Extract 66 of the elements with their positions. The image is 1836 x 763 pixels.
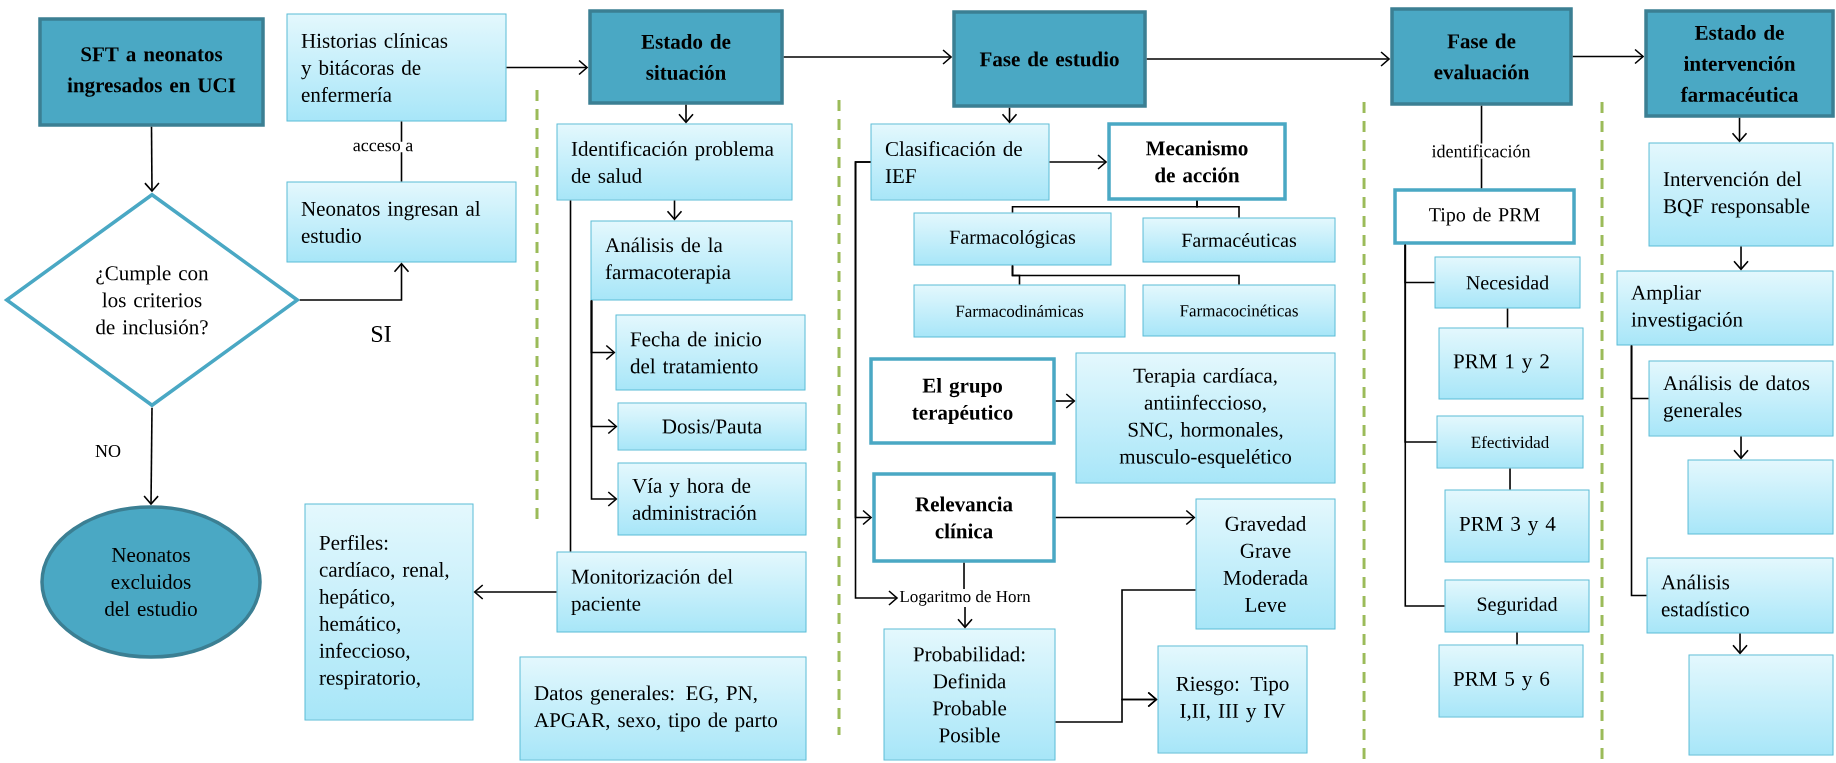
process-box: Riesgo: Tipo I,II, III y IV xyxy=(1157,645,1308,754)
process-box xyxy=(1688,654,1834,756)
arrow xyxy=(143,406,159,506)
process-box: Análisis de datos generales xyxy=(1648,360,1834,437)
process-box: PRM 3 y 4 xyxy=(1444,489,1590,563)
process-box: Vía y hora de administración xyxy=(617,462,807,536)
process-box: Datos generales: EG, PN, APGAR, sexo, tipo de parto xyxy=(519,656,807,761)
process-box: PRM 1 y 2 xyxy=(1438,327,1584,400)
arrow xyxy=(473,584,558,600)
edge-label: acceso a xyxy=(351,141,415,153)
process-box: Terapia cardíaca, antiinfeccioso, SNC, hormonales, musculo-esquelético xyxy=(1075,352,1336,484)
arrow xyxy=(854,161,899,606)
arrow xyxy=(957,606,973,629)
process-box: Dosis/Pauta xyxy=(617,402,807,451)
process-box: Farmacológicas xyxy=(913,212,1112,266)
process-box: Perfiles: cardíaco, renal, hepático, hemático, infeccioso, respiratorio, xyxy=(304,503,474,721)
arrow xyxy=(1733,245,1749,271)
process-box: Farmacocinéticas xyxy=(1142,284,1336,337)
process-box: Probabilidad: Definida Probable Posible xyxy=(883,628,1056,761)
category-box: Relevancia clínica xyxy=(872,472,1056,563)
arrow xyxy=(1733,435,1749,460)
arrow xyxy=(1054,691,1158,723)
arrow xyxy=(1054,509,1196,526)
arrow xyxy=(678,103,694,124)
process-box: Ampliar investigación xyxy=(1616,270,1834,346)
arrow xyxy=(1731,116,1748,143)
process-box: Historias clínicas y bitácoras de enfermería xyxy=(286,13,507,122)
stage-box: Fase de evaluación xyxy=(1390,7,1573,106)
arrow xyxy=(505,59,589,76)
arrow xyxy=(1571,48,1645,65)
arrow xyxy=(1048,154,1108,170)
process-box: Seguridad xyxy=(1444,579,1590,633)
stage-box: Fase de estudio xyxy=(952,10,1147,108)
category-box: Mecanismo de acción xyxy=(1107,122,1287,201)
arrow xyxy=(298,262,410,301)
process-box: Identificación problema de salud xyxy=(556,123,793,201)
edge-label: SI xyxy=(369,324,393,344)
process-box: Análisis estadístico xyxy=(1646,557,1834,634)
arrow xyxy=(1054,393,1076,409)
annotation-text: Logaritmo de Horn xyxy=(898,589,1032,607)
arrow xyxy=(782,49,953,65)
arrow xyxy=(666,199,683,221)
arrow xyxy=(590,299,618,507)
process-box: Neonatos ingresan al estudio xyxy=(286,181,517,263)
process-box: Intervención del BQF responsable xyxy=(1648,142,1834,247)
arrow xyxy=(144,125,160,193)
process-box: Análisis de la farmacoterapia xyxy=(590,220,793,301)
process-box: Fecha de inicio del tratamiento xyxy=(615,314,806,391)
stage-box: SFT a neonatos ingresados en UCI xyxy=(38,17,265,127)
process-box: Necesidad xyxy=(1434,256,1581,309)
process-box: Farmacodinámicas xyxy=(913,284,1126,338)
process-box: PRM 5 y 6 xyxy=(1438,644,1584,718)
process-box: Clasificación de IEF xyxy=(870,123,1050,201)
edge-label: NO xyxy=(94,443,122,459)
edge-label: identificación xyxy=(1430,143,1532,159)
process-box: Farmacéuticas xyxy=(1142,217,1336,263)
arrow xyxy=(1732,632,1748,655)
category-box: Tipo de PRM xyxy=(1393,188,1576,245)
arrow xyxy=(1145,51,1391,67)
process-box: Gravedad Grave Moderada Leve xyxy=(1195,498,1336,630)
process-box xyxy=(1687,459,1834,535)
stage-box: Estado de situación xyxy=(588,9,784,105)
process-box: Efectividad xyxy=(1436,415,1584,469)
category-box: El grupo terapéutico xyxy=(869,357,1056,445)
stage-box: Estado de intervención farmacéutica xyxy=(1644,9,1835,118)
process-box: Monitorización del paciente xyxy=(556,551,807,633)
